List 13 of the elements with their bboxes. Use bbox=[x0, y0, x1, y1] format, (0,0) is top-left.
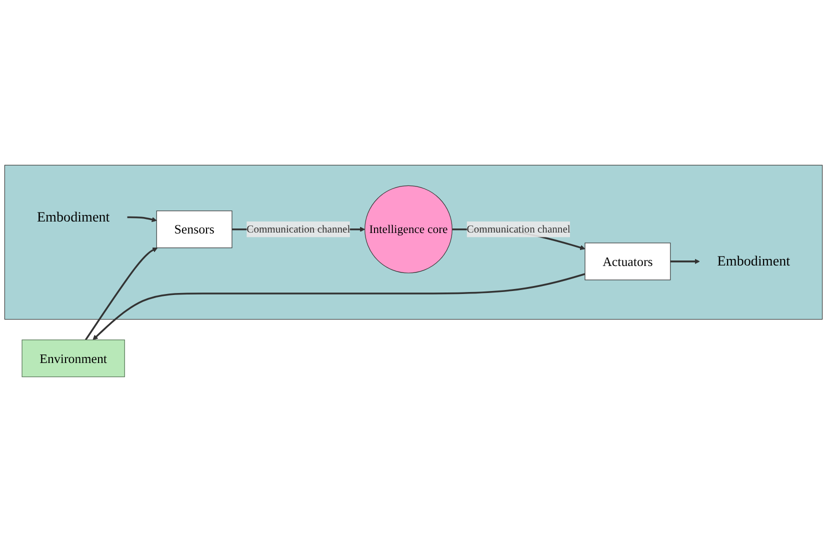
arrow bbox=[127, 216, 157, 222]
node-text: Embodiment bbox=[36, 210, 110, 225]
cluster bbox=[4, 164, 823, 320]
node-box: Actuators bbox=[584, 242, 671, 280]
node-text: Embodiment bbox=[717, 254, 790, 270]
edge-label: Communication channel bbox=[246, 223, 350, 235]
arrow bbox=[670, 258, 700, 264]
node-box: Sensors bbox=[156, 210, 232, 248]
arrow bbox=[84, 248, 158, 340]
node-box: Environment bbox=[22, 340, 125, 378]
node-circle: Intelligence core bbox=[364, 185, 452, 274]
edge-label: Communication channel bbox=[466, 223, 570, 235]
arrow bbox=[92, 273, 586, 340]
